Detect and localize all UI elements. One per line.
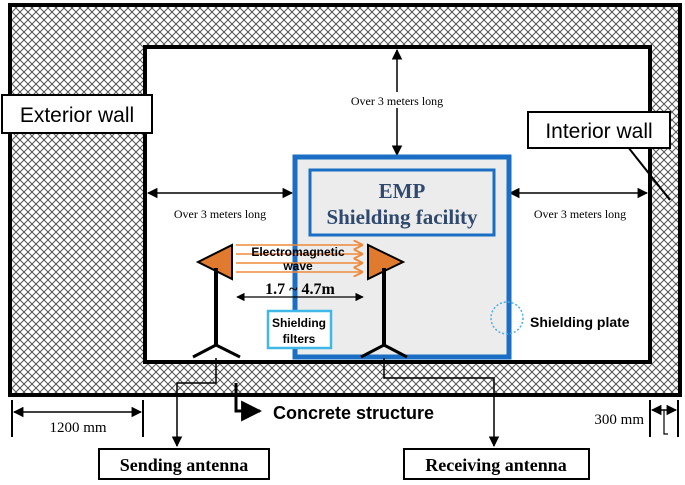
dimension-300mm-text: 300 mm: [594, 412, 644, 428]
interior-wall-text: Interior wall: [545, 120, 652, 143]
dimension-1200mm-text: 1200 mm: [49, 420, 106, 436]
sending-antenna-text: Sending antenna: [120, 455, 249, 475]
interior-wall-label: Interior wall: [527, 111, 671, 201]
antenna-distance-text: 1.7 ~ 4.7m: [265, 281, 335, 298]
electromagnetic-wave-arrows: Electromagnetic wave: [236, 245, 362, 273]
dimension-1200mm: 1200 mm: [11, 400, 144, 437]
right-distance-text: Over 3 meters long: [534, 207, 626, 221]
shielding-plate-text: Shielding plate: [530, 314, 630, 330]
top-distance-arrow: Over 3 meters long: [340, 48, 455, 157]
receiving-antenna-text: Receiving antenna: [425, 455, 567, 475]
shielding-filters-line1: Shielding: [272, 316, 326, 330]
sending-antenna-callout: Sending antenna: [98, 358, 270, 480]
left-distance-text: Over 3 meters long: [174, 207, 266, 221]
receiving-antenna-callout: Receiving antenna: [383, 358, 590, 480]
shielding-filters-line2: filters: [283, 332, 316, 346]
left-distance-arrow: Over 3 meters long: [146, 187, 294, 221]
facility-title-line2: Shielding facility: [326, 205, 478, 229]
exterior-wall-text: Exterior wall: [20, 104, 134, 127]
top-distance-text: Over 3 meters long: [351, 94, 443, 108]
exterior-wall-label: Exterior wall: [1, 94, 153, 134]
em-wave-text-line1: Electromagnetic: [251, 245, 345, 259]
facility-title-line1: EMP: [379, 179, 426, 203]
dimension-300mm: 300 mm: [594, 400, 679, 437]
antenna-distance: 1.7 ~ 4.7m: [236, 281, 364, 302]
receiving-antenna-icon: [360, 243, 408, 359]
em-wave-text-line2: wave: [282, 259, 313, 273]
concrete-structure-text: Concrete structure: [273, 403, 434, 423]
sending-antenna-icon: [192, 243, 241, 359]
shielding-filters: Shielding filters: [266, 309, 333, 350]
right-distance-arrow: Over 3 meters long: [508, 187, 649, 221]
concrete-structure-label: Concrete structure: [234, 383, 434, 423]
shielding-plate: Shielding plate: [490, 301, 630, 335]
